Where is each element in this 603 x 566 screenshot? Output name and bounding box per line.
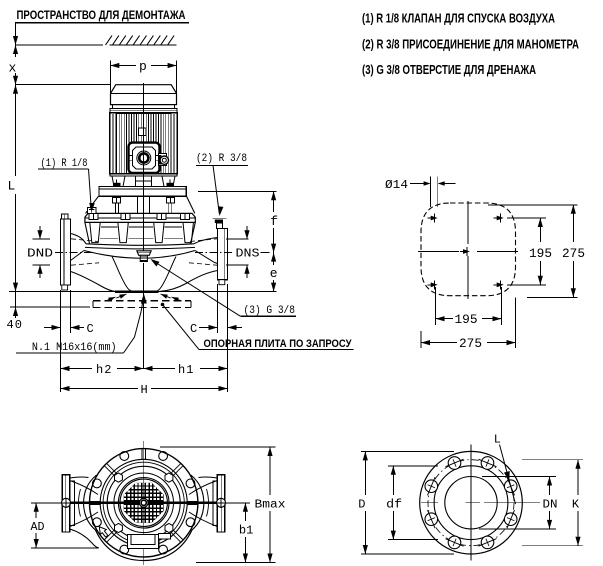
- svg-text:p: p: [139, 59, 147, 74]
- svg-text:(3) G 3/8 ОТВЕРСТИЕ ДЛЯ ДРЕНАЖ: (3) G 3/8 ОТВЕРСТИЕ ДЛЯ ДРЕНАЖА: [362, 63, 536, 77]
- svg-text:DNS: DNS: [236, 247, 260, 260]
- svg-text:ПРОСТРАНСТВО ДЛЯ ДЕМОНТАЖА: ПРОСТРАНСТВО ДЛЯ ДЕМОНТАЖА: [17, 10, 186, 22]
- svg-text:Bmax: Bmax: [255, 499, 286, 512]
- svg-text:e: e: [270, 266, 278, 281]
- svg-text:(1) R 1/8 КЛАПАН ДЛЯ СПУСКА ВО: (1) R 1/8 КЛАПАН ДЛЯ СПУСКА ВОЗДУХА: [362, 11, 555, 25]
- svg-text:(2) R 3/8 ПРИСОЕДИНЕНИЕ ДЛЯ МА: (2) R 3/8 ПРИСОЕДИНЕНИЕ ДЛЯ МАНОМЕТРА: [362, 38, 579, 52]
- svg-text:f: f: [270, 214, 278, 229]
- svg-text:(2) R 3/8: (2) R 3/8: [196, 153, 247, 165]
- svg-text:C: C: [190, 322, 197, 336]
- svg-text:DN: DN: [543, 497, 558, 511]
- svg-text:C: C: [87, 322, 94, 336]
- svg-text:K: K: [572, 497, 580, 511]
- svg-text:L: L: [494, 433, 501, 447]
- svg-text:ОПОРНАЯ ПЛИТА ПО ЗАПРОСУ: ОПОРНАЯ ПЛИТА ПО ЗАПРОСУ: [204, 338, 352, 350]
- svg-text:D: D: [358, 497, 365, 511]
- svg-text:L: L: [8, 179, 16, 194]
- svg-text:b1: b1: [239, 525, 254, 538]
- svg-text:DND: DND: [27, 247, 53, 260]
- svg-text:40: 40: [7, 318, 23, 332]
- svg-text:H: H: [141, 383, 148, 397]
- svg-text:(1) R 1/8: (1) R 1/8: [41, 158, 88, 170]
- svg-text:195: 195: [455, 313, 478, 327]
- svg-text:N.1 M16x16(mm): N.1 M16x16(mm): [32, 342, 117, 354]
- svg-text:Ø14: Ø14: [385, 179, 408, 192]
- svg-text:275: 275: [562, 247, 585, 261]
- svg-text:h1: h1: [178, 363, 194, 377]
- svg-text:(3) G 3/8: (3) G 3/8: [244, 305, 296, 317]
- svg-text:AD: AD: [31, 521, 45, 534]
- svg-text:275: 275: [459, 337, 482, 351]
- svg-text:df: df: [386, 497, 402, 511]
- svg-text:h2: h2: [96, 363, 112, 377]
- svg-text:x: x: [9, 61, 17, 76]
- svg-text:195: 195: [529, 247, 552, 261]
